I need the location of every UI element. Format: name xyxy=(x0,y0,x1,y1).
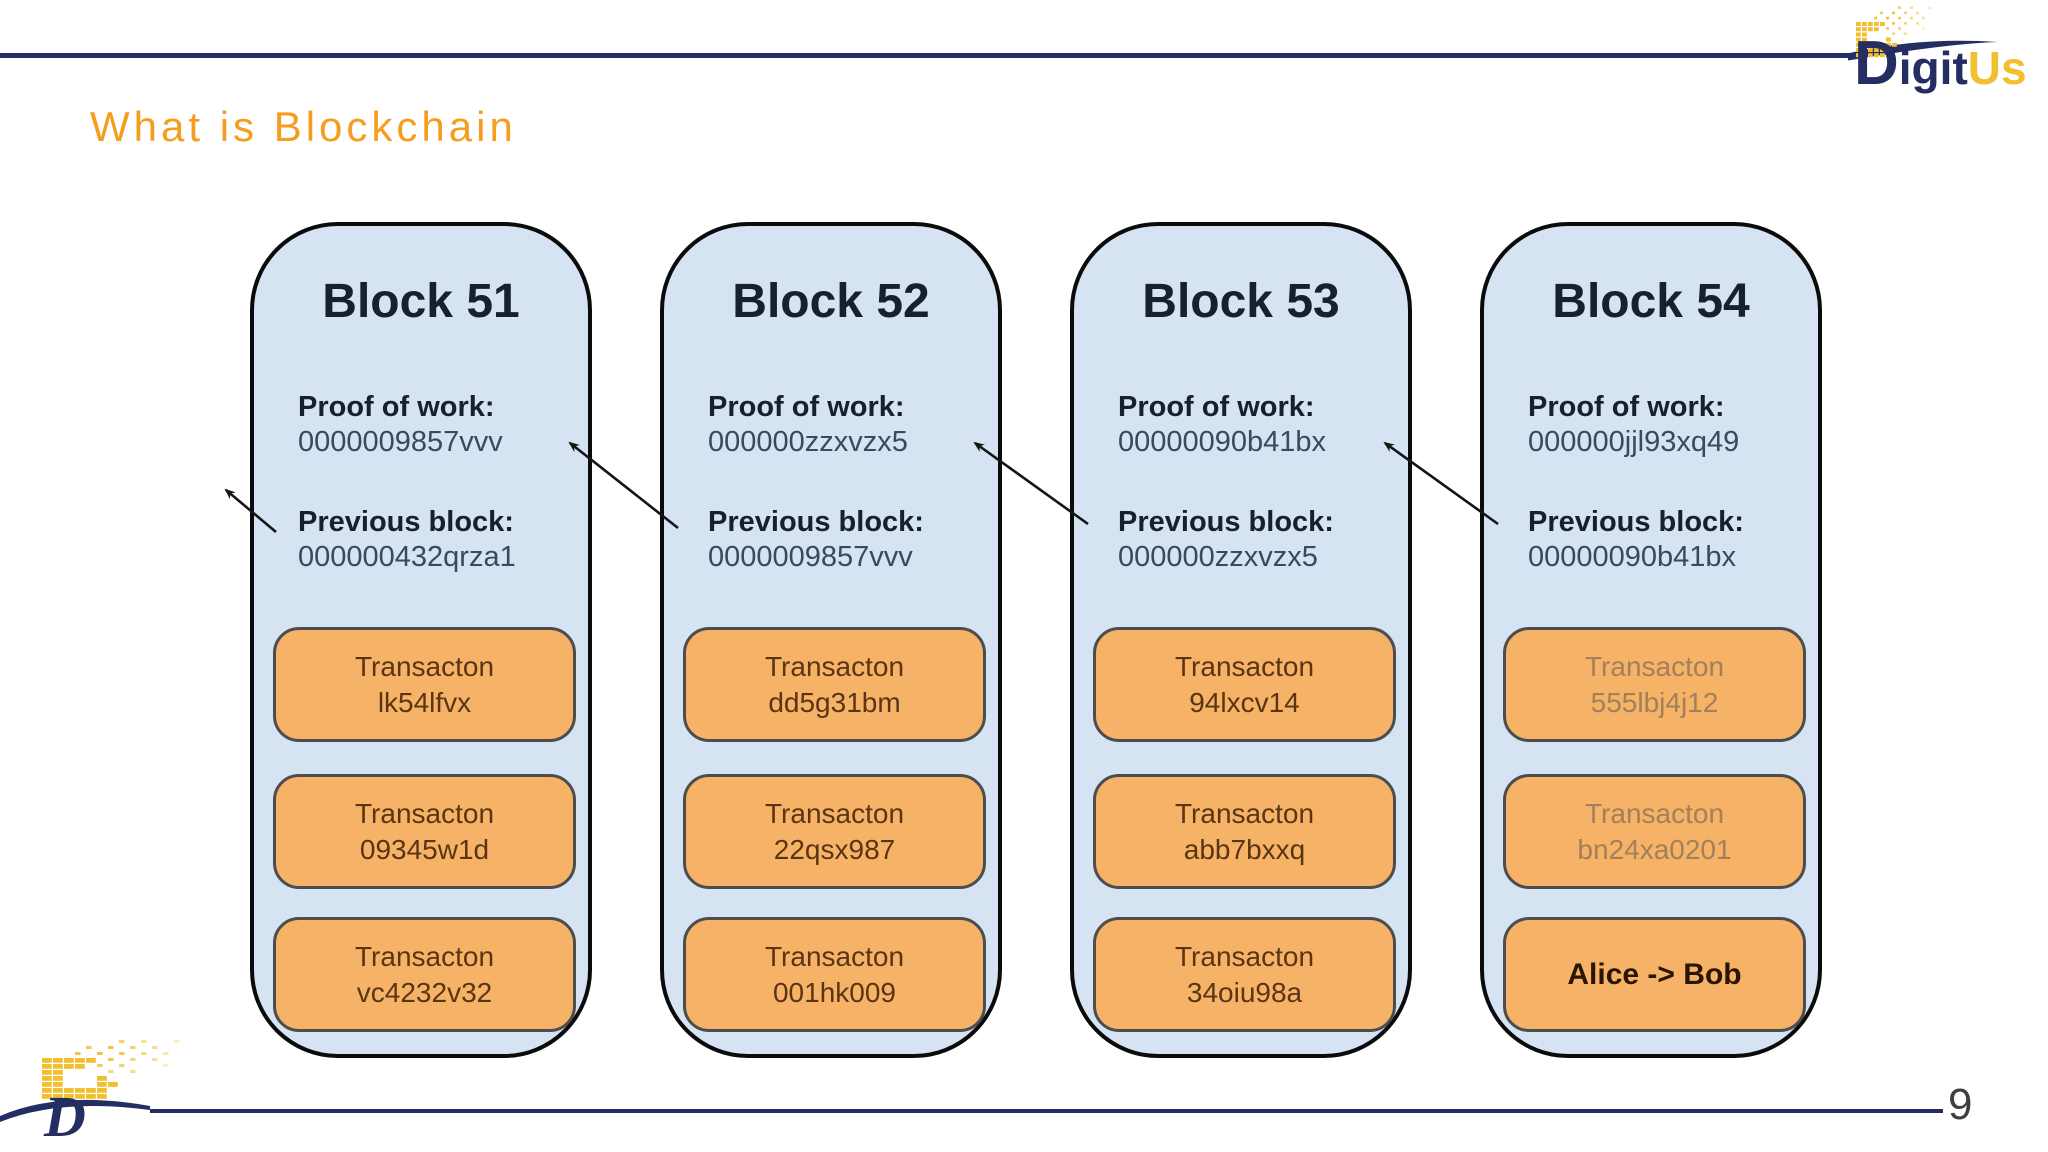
proof-of-work-value: 000000zzxvzx5 xyxy=(708,426,908,458)
transaction-id: 94lxcv14 xyxy=(1189,686,1300,718)
page-number: 9 xyxy=(1948,1080,1973,1129)
transaction-label: Transacton xyxy=(764,650,905,682)
block-title: Block 51 xyxy=(322,275,520,328)
block-card-52: Block 52 Proof of work: 000000zzxvzx5 Pr… xyxy=(660,222,1002,1058)
transaction-label: Transacton xyxy=(764,940,905,972)
transaction-id: 22qsx987 xyxy=(773,833,896,865)
transaction-box-alice-bob: Alice -> Bob xyxy=(1503,917,1806,1032)
proof-of-work-label: Proof of work: xyxy=(1528,391,1725,423)
transaction-box: Transacton abb7bxxq xyxy=(1093,774,1396,889)
proof-of-work-value: 00000090b41bx xyxy=(1118,426,1327,458)
transaction-id: 09345w1d xyxy=(359,833,490,865)
transaction-id: vc4232v32 xyxy=(356,976,493,1008)
proof-of-work-label: Proof of work: xyxy=(708,391,905,423)
transaction-box: Transacton 34oiu98a xyxy=(1093,917,1396,1032)
block-card-53: Block 53 Proof of work: 00000090b41bx Pr… xyxy=(1070,222,1412,1058)
logo-text-us: Us xyxy=(1967,42,2027,94)
transaction-box: Transacton 22qsx987 xyxy=(683,774,986,889)
transaction-box: Transacton 555lbj4j12 xyxy=(1503,627,1806,742)
transaction-label: Transacton xyxy=(1174,940,1315,972)
transaction-label: Transacton xyxy=(354,940,495,972)
transaction-id: dd5g31bm xyxy=(768,686,901,718)
transaction-label: Transacton xyxy=(354,797,495,829)
footer-rule xyxy=(150,1109,1943,1113)
digitus-logo: DigitUs xyxy=(1848,0,2048,98)
transaction-id: 555lbj4j12 xyxy=(1590,686,1719,718)
transaction-label: Transacton xyxy=(1584,797,1725,829)
previous-block-value: 000000zzxvzx5 xyxy=(1118,541,1318,573)
block-title: Block 54 xyxy=(1552,275,1750,328)
proof-of-work-label: Proof of work: xyxy=(1118,391,1315,423)
transaction-id: 001hk009 xyxy=(772,976,896,1008)
logo-text-digit: Digit xyxy=(1854,29,1968,98)
transaction-box: Transacton dd5g31bm xyxy=(683,627,986,742)
logo-d-mark: D xyxy=(44,1084,86,1149)
page-title: What is Blockchain xyxy=(90,103,517,150)
previous-block-label: Previous block: xyxy=(708,506,924,538)
transaction-label: Transacton xyxy=(354,650,495,682)
transaction-label: Transacton xyxy=(1174,650,1315,682)
previous-block-value: 0000009857vvv xyxy=(708,541,913,573)
transaction-box: Transacton 94lxcv14 xyxy=(1093,627,1396,742)
transaction-label: Transacton xyxy=(764,797,905,829)
transaction-box: Transacton 09345w1d xyxy=(273,774,576,889)
transaction-box: Transacton vc4232v32 xyxy=(273,917,576,1032)
transaction-box: Transacton 001hk009 xyxy=(683,917,986,1032)
block-title: Block 53 xyxy=(1142,275,1340,328)
transaction-id: abb7bxxq xyxy=(1183,833,1306,865)
proof-of-work-value: 0000009857vvv xyxy=(298,426,503,458)
previous-block-value: 000000432qrza1 xyxy=(298,541,516,573)
block-card-54: Block 54 Proof of work: 000000jjl93xq49 … xyxy=(1480,222,1822,1058)
previous-block-label: Previous block: xyxy=(298,506,514,538)
proof-of-work-label: Proof of work: xyxy=(298,391,495,423)
proof-of-work-value: 000000jjl93xq49 xyxy=(1528,426,1740,458)
transaction-label: Transacton xyxy=(1174,797,1315,829)
previous-block-label: Previous block: xyxy=(1528,506,1744,538)
digitus-footer-logo: D xyxy=(0,1030,190,1152)
transaction-label: Transacton xyxy=(1584,650,1725,682)
block-title: Block 52 xyxy=(732,275,930,328)
previous-block-value: 00000090b41bx xyxy=(1528,541,1737,573)
header-rule xyxy=(0,53,1852,58)
block-card-51: Block 51 Proof of work: 0000009857vvv Pr… xyxy=(250,222,592,1058)
transaction-box: Transacton bn24xa0201 xyxy=(1503,774,1806,889)
transaction-id: bn24xa0201 xyxy=(1577,833,1732,865)
logo-wordmark: DigitUs xyxy=(1854,28,2027,99)
previous-block-label: Previous block: xyxy=(1118,506,1334,538)
transaction-id: 34oiu98a xyxy=(1186,976,1303,1008)
pixel-dissolve-art xyxy=(1848,6,1998,61)
logo-swoosh xyxy=(0,1099,150,1122)
transaction-box: Transacton lk54lfvx xyxy=(273,627,576,742)
transaction-id: lk54lfvx xyxy=(377,686,472,718)
pixel-dissolve-art xyxy=(0,1040,180,1122)
transaction-id: Alice -> Bob xyxy=(1567,957,1742,991)
